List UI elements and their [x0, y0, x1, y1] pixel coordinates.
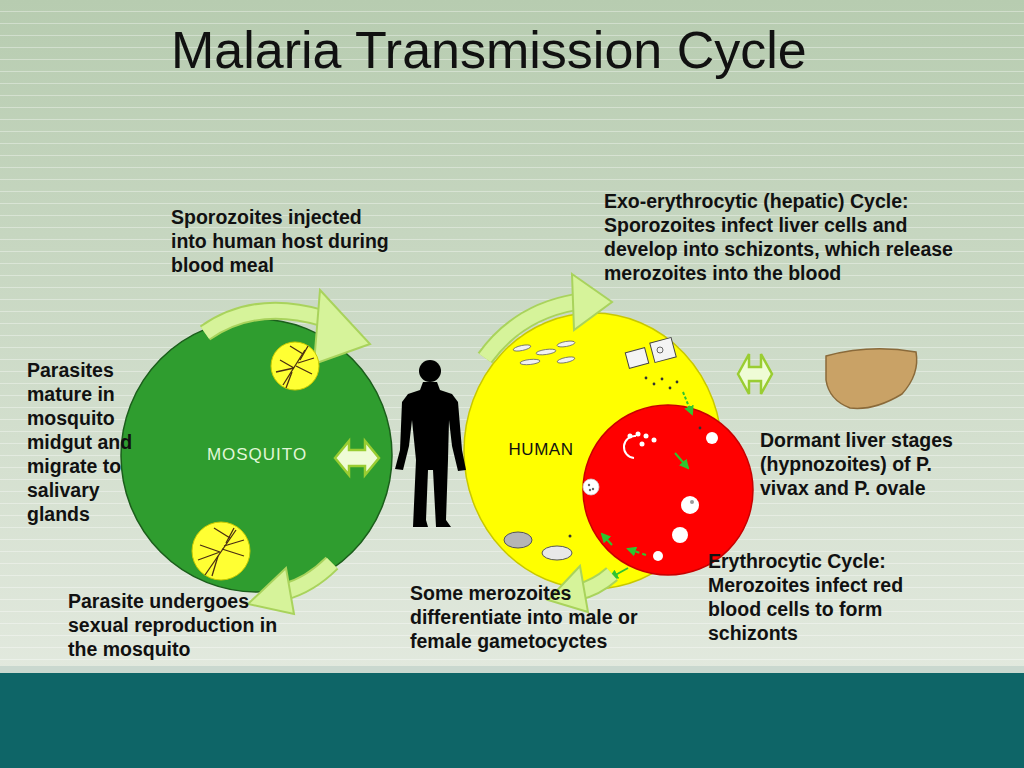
footer-band — [0, 673, 1024, 768]
double-arrow — [738, 354, 772, 394]
liver-nucleus — [657, 347, 663, 353]
merozoite-dot — [661, 378, 664, 381]
merozoite-dot — [699, 427, 702, 430]
callout-text: Exo-erythrocytic (hepatic) Cycle: Sporoz… — [604, 189, 966, 285]
arrow-band — [205, 311, 322, 333]
flow-arrow — [628, 549, 646, 555]
sporozoite — [557, 340, 576, 348]
diagram-title: Malaria Transmission Cycle — [171, 24, 807, 76]
liver-schizont — [650, 337, 676, 362]
parasite-dot — [690, 500, 694, 504]
callout-text: Some merozoites differentiate into male … — [410, 581, 646, 653]
merozoite-dots — [645, 377, 702, 430]
callout-text: Dormant liver stages (hypnozoites) of P.… — [760, 428, 965, 500]
merozoite — [628, 434, 633, 439]
human-silhouette — [395, 360, 466, 527]
human-head — [419, 360, 441, 382]
callout-text: Parasite undergoes sexual reproduction i… — [68, 589, 290, 661]
merozoite — [644, 434, 649, 439]
mosquito-symbol — [276, 346, 314, 388]
schizont-dot — [589, 489, 591, 491]
flow-arrow — [675, 453, 688, 468]
callout-text: Sporozoites injected into human host dur… — [171, 205, 393, 277]
node-label: MOSQUITO — [207, 445, 307, 465]
liver-symbol — [826, 349, 917, 409]
arrow-band — [284, 563, 332, 592]
gametocyte — [504, 532, 532, 548]
arrow-band-outline — [485, 302, 576, 358]
ring-stage — [624, 436, 636, 458]
red-blood-cell — [672, 527, 688, 543]
merozoite — [652, 438, 657, 443]
human-body — [395, 382, 466, 527]
sporozoites — [513, 340, 576, 366]
mosquito-inset — [192, 522, 250, 580]
merozoite-dot — [669, 387, 672, 390]
sporozoite — [557, 356, 576, 365]
mosquito-legs — [276, 346, 314, 388]
merozoite — [636, 432, 641, 437]
mosquito-inset — [271, 342, 319, 390]
mosquito-circle-shape — [121, 319, 392, 592]
sporozoite — [536, 348, 557, 356]
arrow-band-outline — [284, 563, 332, 592]
flow-arrow — [683, 392, 692, 414]
merozoite-dot — [645, 377, 648, 380]
node-label: HUMAN — [509, 440, 574, 460]
arrow-head — [248, 568, 294, 614]
callout-text: Parasites mature in mosquito midgut and … — [27, 358, 139, 526]
merozoite-dot — [569, 535, 572, 538]
schizont-dot — [592, 488, 594, 490]
schizont-dots — [588, 484, 594, 491]
merozoite-dot — [676, 381, 679, 384]
cycle-arrow — [248, 563, 332, 614]
double-arrow — [335, 441, 379, 475]
arrow-band — [485, 302, 576, 358]
sporozoite — [520, 358, 540, 365]
arrow-band-outline — [205, 311, 322, 333]
flow-arrow — [602, 534, 612, 545]
liver-cell — [625, 348, 648, 369]
merozoite-dot — [653, 383, 656, 386]
sporozoite — [513, 344, 532, 353]
footer-edge — [0, 666, 1024, 673]
red-blood-cell — [706, 432, 718, 444]
background-stripes — [0, 0, 1024, 666]
schizont-dot — [588, 484, 590, 486]
background-gradient — [0, 0, 1024, 673]
callout-text: Erythrocytic Cycle: Merozoites infect re… — [708, 549, 913, 645]
mosquito-symbol — [198, 528, 244, 576]
arrow-head — [314, 290, 370, 364]
mosquito-legs — [198, 528, 244, 576]
cycle-arrow — [485, 274, 612, 358]
gametocyte — [542, 546, 572, 560]
red-blood-cell — [583, 479, 599, 495]
red-blood-cell — [681, 496, 699, 514]
erythrocytic-circle — [583, 405, 753, 575]
merozoites — [628, 432, 657, 447]
merozoite — [640, 442, 645, 447]
red-blood-cell — [653, 551, 663, 561]
